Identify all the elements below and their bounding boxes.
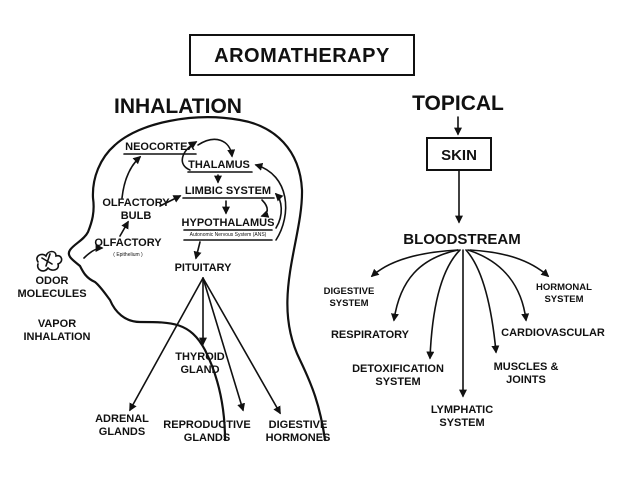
hormonal-system-label-2: SYSTEM — [544, 294, 583, 305]
bloodstream-label: BLOODSTREAM — [403, 231, 521, 248]
arrow-nose-olfactory — [83, 244, 104, 259]
arrow-blood-digestive — [370, 249, 459, 278]
detoxification-label: DETOXIFICATION — [352, 363, 444, 375]
thalamus-label: THALAMUS — [188, 159, 250, 171]
arrow-blood-muscles — [465, 249, 500, 354]
odor-molecules-label: MOLECULES — [17, 288, 86, 300]
hormonal-system-label: HORMONAL — [536, 282, 592, 293]
inhalation-heading: INHALATION — [114, 95, 242, 118]
lymphatic-system-label: SYSTEM — [439, 417, 484, 429]
arrow-blood-cardio — [467, 249, 530, 322]
thyroid-gland-label: GLAND — [180, 364, 219, 376]
olfactory-label: OLFACTORY — [94, 237, 162, 249]
digestive-hormones-label-2: HORMONES — [266, 432, 331, 444]
olfactory-bulb-label: OLFACTORY — [102, 197, 170, 209]
pituitary-label: PITUITARY — [175, 262, 232, 274]
neocortex-label: NEOCORTEX — [125, 141, 195, 153]
arrow-hypothalamus-pituitary — [193, 241, 202, 260]
arrow-blood-respiratory — [390, 249, 459, 322]
arrow-loop-limbic — [274, 192, 284, 229]
head-outline — [67, 116, 327, 442]
diagram-title: AROMATHERAPY — [214, 45, 390, 67]
muscles-joints-label: MUSCLES & — [494, 361, 559, 373]
epithelium-label: ( Epithelium ) — [113, 252, 143, 258]
arrow-blood-detox — [426, 249, 461, 360]
reproductive-label: REPRODUCTIVE — [163, 419, 250, 431]
ans-label: Autonomic Nervous System (ANS) — [190, 232, 267, 238]
odor-molecules-icon — [36, 250, 63, 272]
odor-label: ODOR — [36, 275, 69, 287]
adrenal-label: ADRENAL — [95, 413, 149, 425]
lymphatic-label: LYMPHATIC — [431, 404, 493, 416]
topical-heading: TOPICAL — [412, 92, 504, 115]
muscles-joints-label-2: JOINTS — [506, 374, 546, 386]
hypothalamus-label: HYPOTHALAMUS — [182, 217, 275, 229]
title-box — [189, 34, 415, 76]
vapor-inhalation-label: INHALATION — [23, 331, 90, 343]
reproductive-glands-label: GLANDS — [184, 432, 230, 444]
cardiovascular-label: CARDIOVASCULAR — [501, 327, 605, 339]
respiratory-label: RESPIRATORY — [331, 329, 410, 341]
arrow-limbic-loop — [260, 199, 270, 218]
digestive-system-label: DIGESTIVE — [324, 286, 375, 297]
digestive-hormones-label: DIGESTIVE — [269, 419, 328, 431]
skin-label: SKIN — [441, 147, 477, 164]
digestive-system-label-2: SYSTEM — [329, 298, 368, 309]
limbic-system-label: LIMBIC SYSTEM — [185, 185, 271, 197]
thyroid-label: THYROID — [175, 351, 225, 363]
vapor-label: VAPOR — [38, 318, 76, 330]
arrow-bulb-neocortex — [121, 155, 142, 199]
arrow-pituitary-digestive — [202, 277, 281, 415]
arrow-neocortex-thalamus — [197, 138, 236, 158]
arrow-pituitary-reproductive — [202, 277, 245, 412]
olfactory-bulb-label-2: BULB — [121, 210, 152, 222]
arrow-blood-hormonal — [469, 249, 550, 278]
arrow-bulb-limbic — [159, 195, 182, 207]
arrow-olfactory-bulb — [119, 220, 129, 237]
arrow-pituitary-adrenal — [129, 277, 204, 412]
detoxification-system-label: SYSTEM — [375, 376, 420, 388]
adrenal-glands-label: GLANDS — [99, 426, 145, 438]
arrow-thalamus-neocortex — [181, 141, 198, 171]
arrow-loop-thalamus — [254, 162, 287, 241]
